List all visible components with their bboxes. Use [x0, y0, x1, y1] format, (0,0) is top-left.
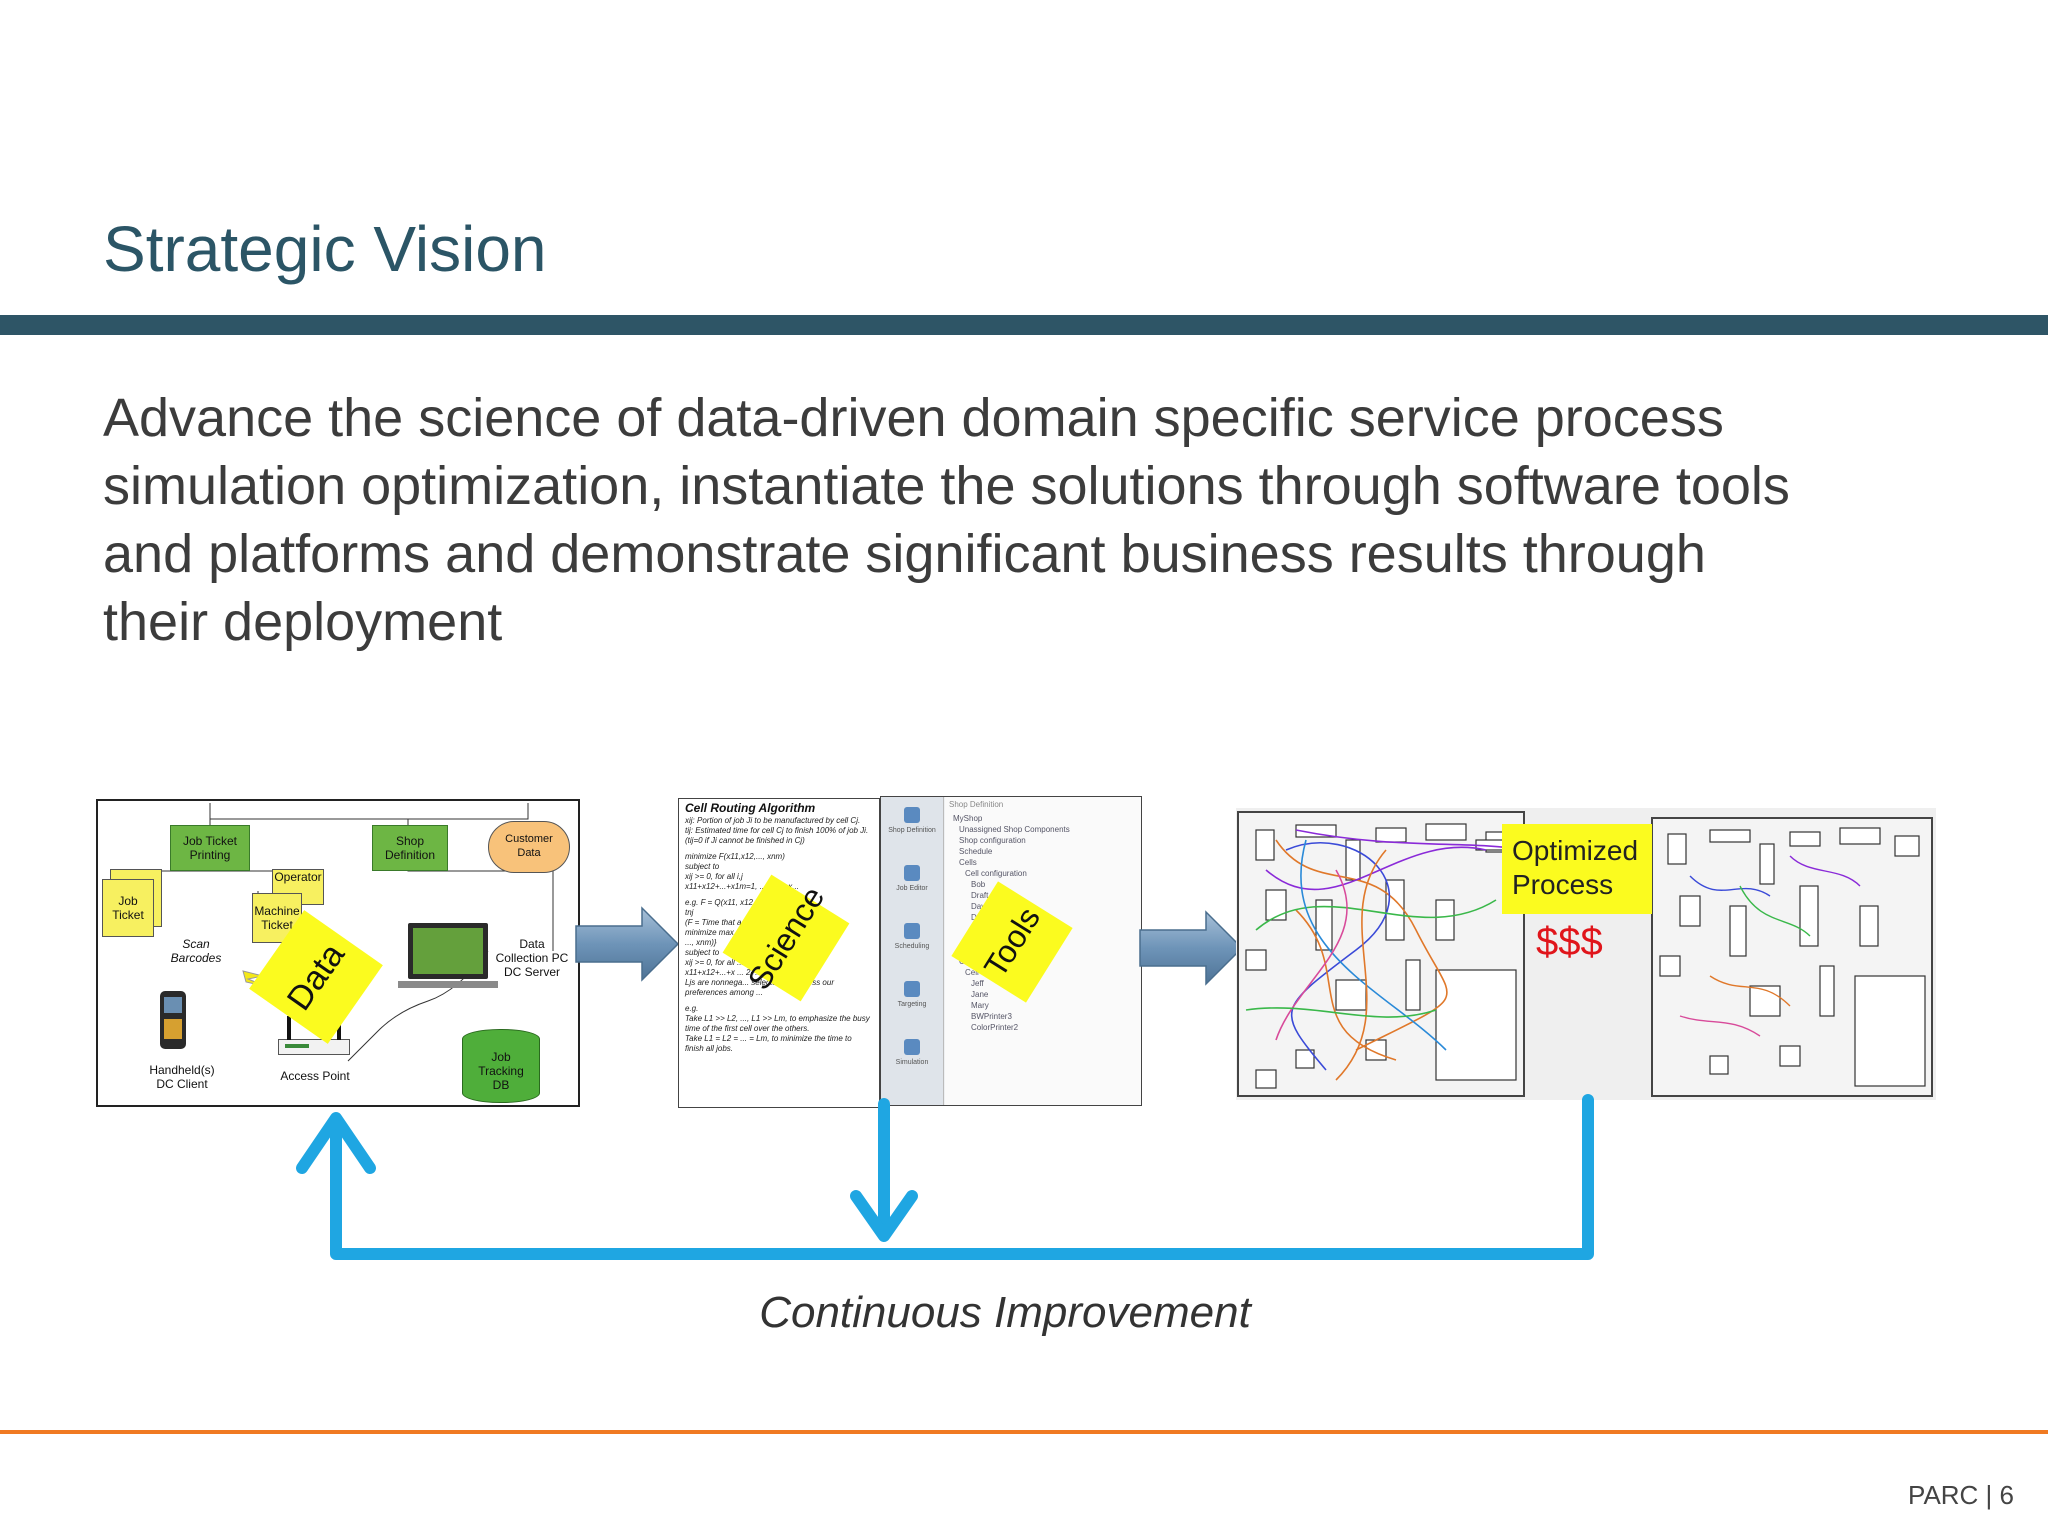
algo-line: (F = Time that a given ... [685, 918, 772, 927]
data-panel: Job Ticket Printing Shop Definition Cust… [96, 799, 580, 1107]
money-label: $$$ [1536, 920, 1603, 964]
continuous-improvement-caption: Continuous Improvement [759, 1288, 1251, 1337]
tools-sidebar-label: Targeting [897, 1001, 927, 1008]
algo-line: subject to [685, 948, 720, 957]
tool-icon [904, 1039, 920, 1055]
tools-sidebar-label: Simulation [895, 1059, 929, 1066]
tree-item[interactable]: BWPrinter3 [971, 1012, 1012, 1021]
tools-sidebar-item[interactable]: Targeting [881, 981, 943, 1008]
scan-barcodes-label: Scan Barcodes [170, 937, 222, 965]
vision-line: their deployment [103, 592, 503, 652]
customer-data-cloud: Customer Data [488, 821, 570, 873]
tool-icon [904, 981, 920, 997]
machine-ticket-box: Machine Ticket [252, 893, 302, 943]
algo-line: xij >= 0, for all i,j [685, 872, 743, 881]
job-ticket-box: Job Ticket [102, 879, 154, 937]
vision-statement: Advance the science of data-driven domai… [103, 384, 1983, 656]
algo-line: minimize F(x11,x12,..., xnm) [685, 852, 785, 861]
arrow-data-to-science [575, 906, 680, 982]
tools-sidebar-label: Job Editor [896, 885, 928, 892]
floorplan-before [1237, 811, 1526, 1097]
job-ticket-printing-box: Job Ticket Printing [170, 825, 250, 871]
results-panel: Optimized Process $$$ [1236, 808, 1936, 1100]
algo-line: e.g. [685, 1004, 699, 1013]
tree-item[interactable]: Unassigned Shop Components [959, 825, 1070, 834]
data-collection-label: Data Collection PC DC Server [495, 937, 569, 979]
tools-sidebar-item[interactable]: Simulation [881, 1039, 943, 1066]
algo-line: tij: Estimated time for cell Cj to finis… [685, 826, 869, 835]
tree-item[interactable]: ColorPrinter2 [971, 1023, 1019, 1032]
tree-item[interactable]: Draft [971, 891, 989, 900]
algo-line: e.g. F = Q(x11, x12,..., xnm ... +xnj [685, 898, 808, 907]
laptop-base [398, 981, 498, 988]
tree-item[interactable]: Mary [971, 1001, 989, 1010]
footer-divider [0, 1430, 2048, 1434]
algo-line: Take L1 = L2 = ... = Lm, to minimize the… [685, 1034, 852, 1043]
tree-item[interactable]: Schedule [959, 847, 993, 856]
tree-header: Shop Definition [949, 800, 1004, 809]
algo-line: x11+x12+...+x ... 2+...+xnm=1 [685, 968, 791, 977]
tools-sidebar-label: Shop Definition [888, 827, 936, 834]
algo-line: subject to [685, 862, 720, 871]
handheld-device-icon [160, 991, 186, 1049]
algo-line: tnj [685, 908, 694, 917]
tree-item[interactable]: MyShop [953, 814, 983, 823]
algo-line: finish all jobs. [685, 1044, 734, 1053]
shop-definition-box: Shop Definition [372, 825, 448, 871]
optimized-process-note: Optimized Process [1502, 824, 1652, 914]
footer-page-label: PARC | 6 [1908, 1480, 2014, 1510]
tool-icon [904, 865, 920, 881]
handheld-label: Handheld(s) DC Client [149, 1063, 215, 1091]
algo-line: xij: Portion of job Ji to be manufacture… [685, 816, 861, 825]
tree-item[interactable]: Shop configuration [959, 836, 1026, 845]
tree-item[interactable]: Jeff [971, 979, 984, 988]
arrow-tools-to-results [1139, 910, 1244, 986]
algo-line: x11+x12+...+x1m=1, ..., xn1+x... [685, 882, 799, 891]
tree-item[interactable]: Cells [959, 858, 977, 867]
algo-line: time of the first cell over the others. [685, 1024, 810, 1033]
tree-item[interactable]: Bob [971, 880, 986, 889]
floorplan-after [1651, 817, 1933, 1097]
vision-line: Advance the science of data-driven domai… [103, 388, 1724, 448]
tools-sidebar-item[interactable]: Job Editor [881, 865, 943, 892]
vision-line: simulation optimization, instantiate the… [103, 456, 1790, 516]
tree-item[interactable]: Jane [971, 990, 989, 999]
continuous-improvement-loop [296, 1094, 1594, 1260]
laptop-icon [408, 923, 488, 979]
access-point-icon [278, 1016, 350, 1055]
slide-title: Strategic Vision [103, 213, 547, 285]
algo-line: preferences among ... [685, 988, 763, 997]
algo-line: Ljs are nonnega... selected to express o… [685, 978, 834, 987]
algo-title: Cell Routing Algorithm [685, 801, 816, 815]
tool-icon [904, 807, 920, 823]
tools-sidebar-item[interactable]: Shop Definition [881, 807, 943, 834]
tools-sidebar-label: Scheduling [894, 943, 930, 950]
tools-sidebar-item[interactable]: Scheduling [881, 923, 943, 950]
tree-item[interactable]: Cell configuration [965, 869, 1027, 878]
vision-line: and platforms and demonstrate significan… [103, 524, 1706, 584]
algo-line: xij >= 0, for all ... [685, 958, 744, 967]
algo-line: Take L1 >> L2, ..., L1 >> Lm, to emphasi… [685, 1014, 870, 1023]
job-tracking-db-icon: Job Tracking DB [462, 1029, 540, 1103]
title-divider [0, 315, 2048, 335]
access-point-label: Access Point [280, 1069, 350, 1083]
tool-icon [904, 923, 920, 939]
algo-line: (tij=0 if Ji cannot be finished in Cj) [685, 836, 805, 845]
algo-line: ..., xnm)} [685, 938, 717, 947]
tree-item[interactable]: Dave [971, 902, 990, 911]
